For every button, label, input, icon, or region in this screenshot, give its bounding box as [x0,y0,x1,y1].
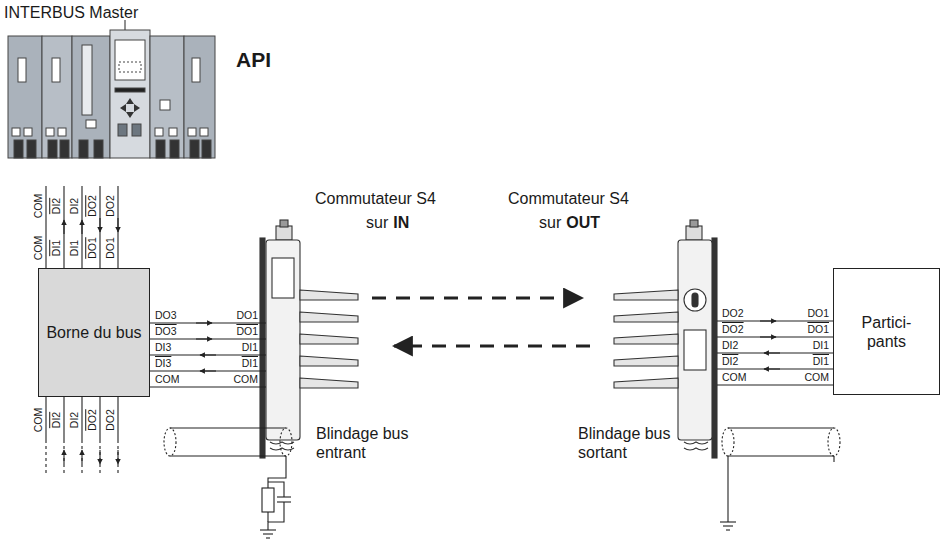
plc-illustration [8,20,215,158]
signal-name: DI1 [242,358,258,370]
signal-name: COM [155,374,180,386]
signal-name: DI3 [155,342,171,354]
signal-name: DI3 [155,358,171,370]
device-title: INTERBUS Master [4,4,138,22]
signal-name: DO1 [236,326,258,338]
switch-label: Commutateur S4 [508,190,629,208]
signal-name: DO2 [722,308,744,320]
switch-label: sur [366,214,388,232]
optical-link [372,297,582,300]
device-title: API [236,48,271,71]
signal-name: DI1 [51,240,63,256]
signal-name: DI2 [69,198,81,214]
switch-label: IN [393,214,409,232]
shield-cable [720,428,840,530]
signal-name: DI2 [722,356,738,368]
box-label: Partici- pants [848,313,926,351]
signal-name: COM [33,194,45,219]
fiber-coupler [614,220,717,458]
fiber-coupler [260,220,358,458]
signal-name: DO3 [155,326,177,338]
signal-name: DO1 [807,324,829,336]
bus-device-box: Borne du bus [38,268,150,397]
signal-name: DI2 [51,412,63,428]
bus-wires [150,321,833,387]
signal-name: DI1 [813,340,829,352]
shield-label: Blindage bus sortant [578,424,688,462]
signal-name: COM [805,372,830,384]
signal-name: DO2 [87,409,99,431]
bus-device-box: Partici- pants [833,268,940,395]
signal-name: DI2 [51,198,63,214]
box-label: Borne du bus [46,323,141,342]
signal-name: DO1 [236,310,258,322]
optical-link [394,345,590,348]
shield-cable [164,428,292,538]
signal-name: COM [33,236,45,261]
signal-name: DO2 [722,324,744,336]
signal-name: DO1 [807,308,829,320]
signal-name: COM [234,374,259,386]
signal-name: DI2 [722,340,738,352]
shield-label: Blindage bus entrant [316,424,426,462]
signal-name: COM [33,408,45,433]
signal-name: DO1 [105,237,117,259]
signal-name: DO1 [87,237,99,259]
signal-name: COM [722,372,747,384]
signal-name: DI1 [242,342,258,354]
signal-name: DO2 [87,195,99,217]
signal-name: DI1 [813,356,829,368]
signal-name: DO2 [105,195,117,217]
switch-label: OUT [566,214,600,232]
signal-name: DO2 [105,409,117,431]
signal-name: DI2 [69,412,81,428]
switch-label: Commutateur S4 [315,190,436,208]
switch-label: sur [539,214,561,232]
signal-name: DI1 [69,240,81,256]
signal-name: DO3 [155,310,177,322]
